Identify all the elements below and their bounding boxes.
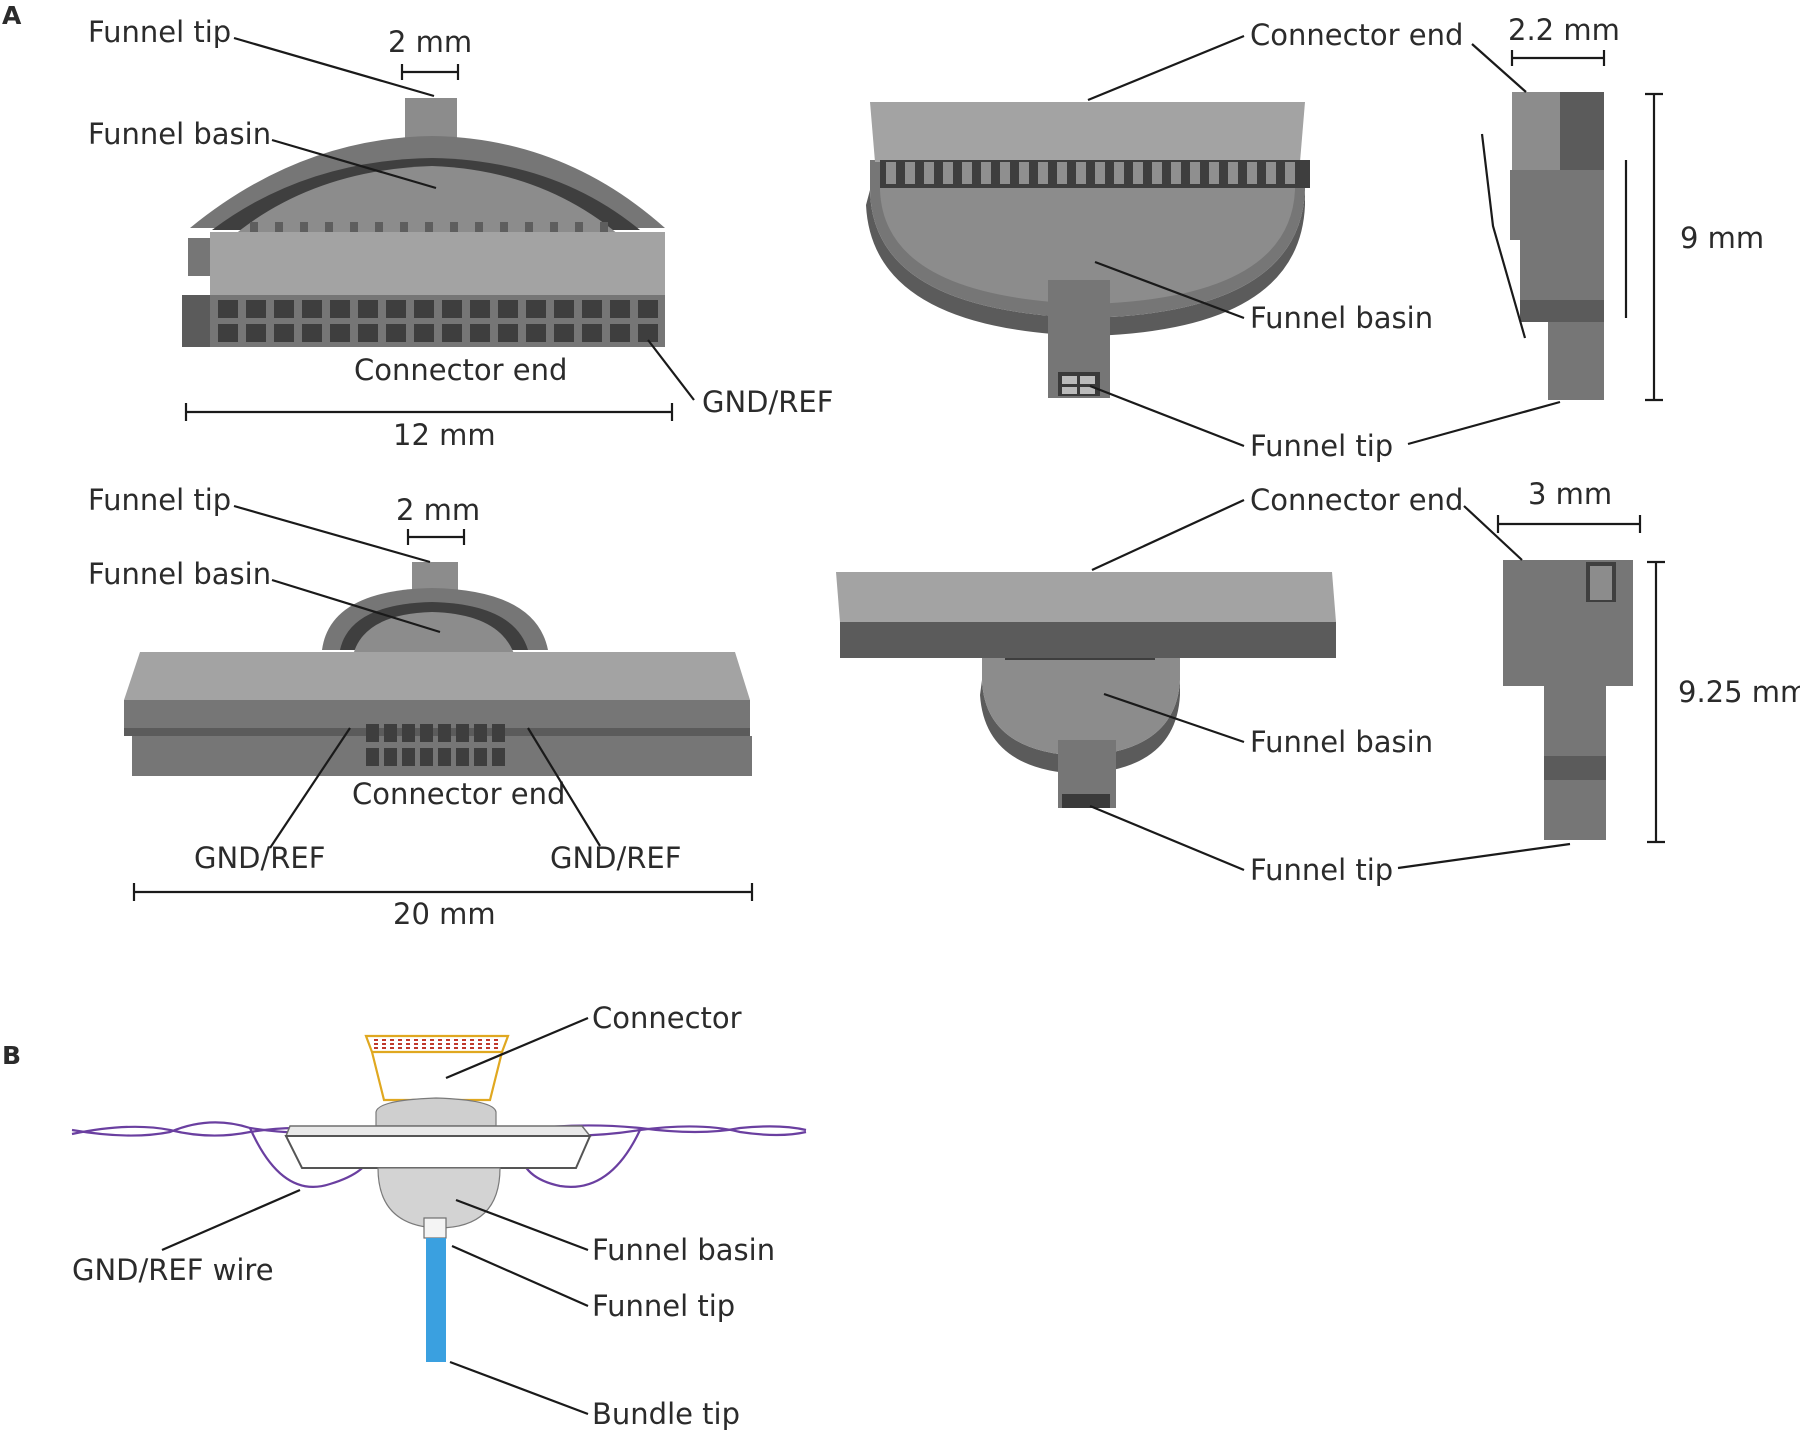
bl-funnel-tip-label: Funnel tip (88, 483, 231, 517)
bl-tip-width-label: 2 mm (396, 493, 480, 527)
assembly-schematic (71, 1034, 807, 1362)
small-funnel-back-render (866, 102, 1310, 398)
bm-connector-end-label: Connector end (1250, 483, 1463, 517)
bm-funnel-tip-label: Funnel tip (1250, 853, 1393, 887)
bm-funnel-basin-label: Funnel basin (1250, 725, 1433, 759)
tm-connector-end-label: Connector end (1250, 18, 1463, 52)
bl-gnd-ref-right-label: GND/REF (550, 841, 681, 875)
br-width-label: 3 mm (1528, 477, 1612, 511)
large-funnel-side-render (1503, 560, 1633, 840)
panel-label-a: A (2, 1, 22, 30)
tr-height-label: 9 mm (1680, 221, 1764, 255)
tl-total-width-label: 12 mm (393, 418, 496, 452)
b-connector-label: Connector (592, 1001, 742, 1035)
tm-funnel-basin-label: Funnel basin (1250, 301, 1433, 335)
tl-funnel-basin-label: Funnel basin (88, 117, 271, 151)
tl-funnel-tip-label: Funnel tip (88, 15, 231, 49)
panel-label-b: B (2, 1041, 21, 1070)
b-wire-label: GND/REF wire (72, 1253, 274, 1287)
tl-connector-end-label: Connector end (354, 353, 567, 387)
bl-connector-end-label: Connector end (352, 777, 565, 811)
b-bundle-tip-label: Bundle tip (592, 1397, 740, 1431)
small-funnel-front-render (182, 98, 665, 347)
tr-width-label: 2.2 mm (1508, 13, 1620, 47)
bl-total-width-label: 20 mm (393, 897, 496, 931)
br-height-label: 9.25 mm (1678, 675, 1800, 709)
large-funnel-front-render (124, 562, 752, 776)
b-funnel-tip-label: Funnel tip (592, 1289, 735, 1323)
tm-funnel-tip-label: Funnel tip (1250, 429, 1393, 463)
small-funnel-side-render (1510, 92, 1604, 400)
tl-gnd-ref-label: GND/REF (702, 385, 833, 419)
large-funnel-back-render (836, 572, 1336, 808)
bl-funnel-basin-label: Funnel basin (88, 557, 271, 591)
bl-gnd-ref-left-label: GND/REF (194, 841, 325, 875)
b-funnel-basin-label: Funnel basin (592, 1233, 775, 1267)
tl-tip-width-label: 2 mm (388, 25, 472, 59)
